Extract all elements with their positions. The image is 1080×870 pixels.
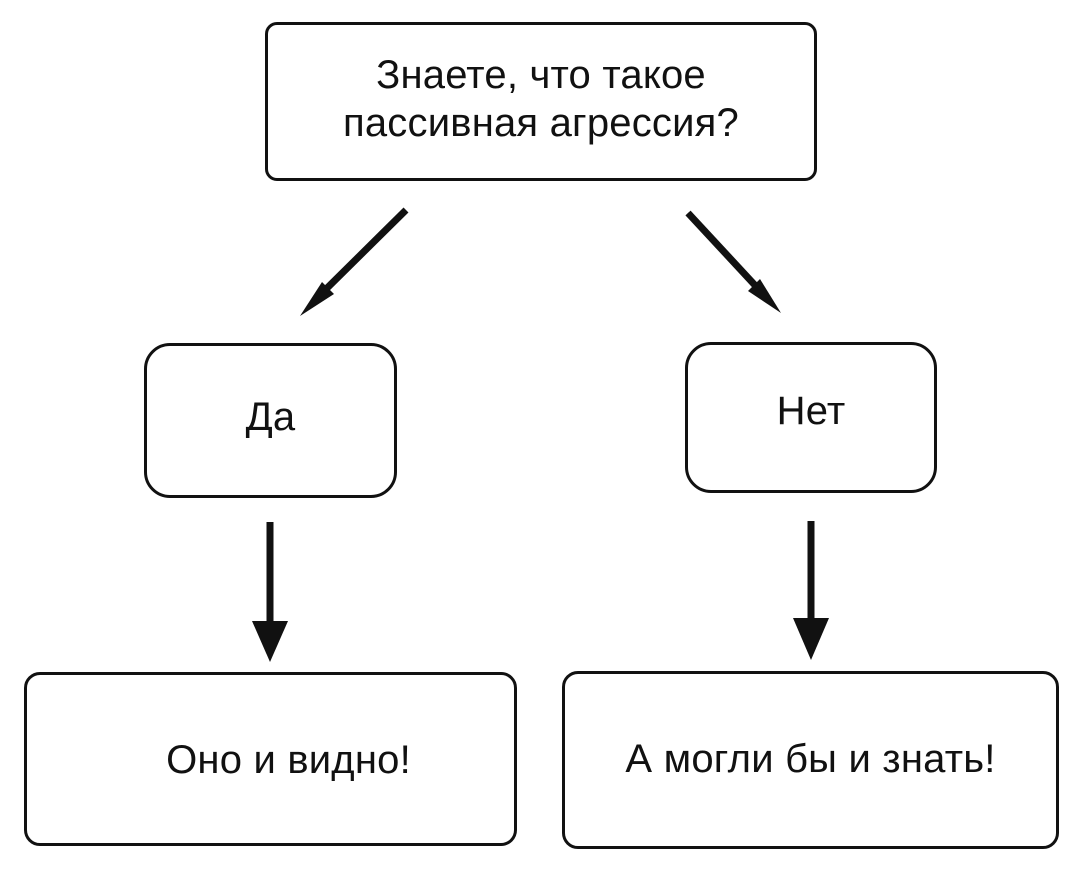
node-answer-no-label: Нет (776, 388, 846, 433)
arrow-no-to-result (793, 521, 829, 660)
node-outcome-yes-label: Оно и видно! (166, 738, 411, 782)
node-answer-yes-label: Да (245, 394, 296, 439)
arrow-question-to-yes (300, 207, 409, 316)
arrow-question-to-no (685, 210, 781, 313)
node-outcome-no[interactable]: А могли бы и знать! (562, 671, 1059, 849)
node-question[interactable]: Знаете, что такое пассивная агрессия? (265, 22, 817, 181)
node-answer-yes[interactable]: Да (144, 343, 397, 498)
arrow-yes-to-result (252, 522, 288, 662)
node-answer-no[interactable]: Нет (685, 342, 937, 493)
node-outcome-no-label: А могли бы и знать! (625, 737, 996, 781)
node-outcome-yes[interactable]: Оно и видно! (24, 672, 517, 846)
node-question-label: Знаете, что такое пассивная агрессия? (343, 53, 739, 145)
